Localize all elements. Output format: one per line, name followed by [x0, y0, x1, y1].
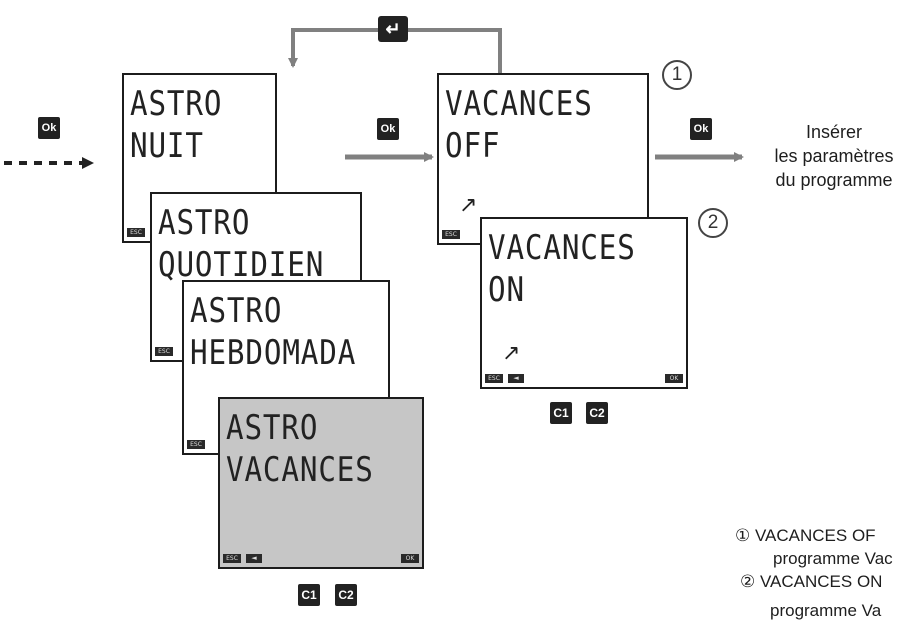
softkey-back: ◄ — [508, 374, 524, 383]
lcd-line-1: ASTRO — [158, 204, 251, 242]
ok-badge-2: Ok — [690, 118, 712, 140]
lcd-line-1: ASTRO — [190, 292, 283, 330]
ok-badge-1: Ok — [377, 118, 399, 140]
note-line-1: ① VACANCES OF — [735, 526, 876, 545]
lcd-vacances-on: VACANCES ON ↗ ESC ◄ OK — [480, 217, 688, 389]
c1-badge-stack: C1 — [298, 584, 320, 606]
lcd-line-2: VACANCES — [226, 451, 374, 489]
softkey-ok: OK — [665, 374, 683, 383]
softkey-back: ◄ — [246, 554, 262, 563]
softkey-esc: ESC — [155, 347, 173, 356]
note-line-4: programme Va — [770, 601, 882, 620]
lcd-astro-vacances: ASTRO VACANCES ESC ◄ OK — [218, 397, 424, 569]
c2-badge-stack: C2 — [335, 584, 357, 606]
lcd-line-2: OFF — [445, 127, 501, 165]
lcd-line-2: HEBDOMADA — [190, 334, 357, 372]
arrow-up-right-icon: ↗ — [502, 341, 521, 366]
next-step-line-3: du programme — [775, 170, 893, 190]
lcd-line-1: VACANCES — [445, 85, 593, 123]
note-line-3: ② VACANCES ON — [740, 572, 883, 591]
lcd-line-2: QUOTIDIEN — [158, 246, 325, 284]
softkey-esc: ESC — [485, 374, 503, 383]
next-step-text: Insérer les paramètres du programme — [758, 120, 910, 192]
enter-icon: ↵ — [378, 16, 408, 42]
next-step-line-1: Insérer — [805, 122, 863, 142]
lcd-line-1: ASTRO — [130, 85, 223, 123]
softkey-ok: OK — [401, 554, 419, 563]
softkey-esc: ESC — [223, 554, 241, 563]
lcd-astro-nuit: ASTRO NUIT ESC — [122, 73, 277, 243]
lcd-vacances-off: VACANCES OFF ↗ ESC — [437, 73, 649, 245]
softkey-esc: ESC — [127, 228, 145, 237]
arrow-up-right-icon: ↗ — [459, 193, 478, 218]
circle-number-2: 2 — [698, 208, 728, 238]
entry-ok-badge: Ok — [38, 117, 60, 139]
c1-badge-vacances: C1 — [550, 402, 572, 424]
softkey-esc: ESC — [442, 230, 460, 239]
lcd-line-1: VACANCES — [488, 229, 636, 267]
lcd-line-1: ASTRO — [226, 409, 319, 447]
lcd-line-2: ON — [488, 271, 525, 309]
note-line-2: programme Vac — [773, 549, 893, 568]
circle-number-1: 1 — [662, 60, 692, 90]
softkey-esc: ESC — [187, 440, 205, 449]
next-step-line-2: les paramètres — [774, 146, 894, 166]
c2-badge-vacances: C2 — [586, 402, 608, 424]
lcd-line-2: NUIT — [130, 127, 204, 165]
